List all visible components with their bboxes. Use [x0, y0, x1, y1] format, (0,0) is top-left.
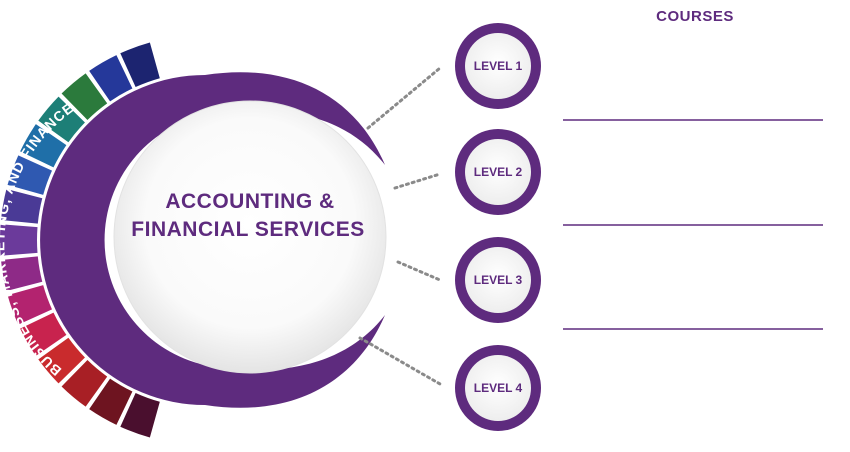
cluster-segment — [61, 360, 108, 407]
connector-level-1 — [366, 66, 442, 130]
level-label-4: LEVEL 4 — [474, 381, 523, 395]
connector-level-4 — [358, 336, 442, 386]
level-label-3: LEVEL 3 — [474, 273, 523, 287]
level-node-3[interactable]: LEVEL 3 — [455, 237, 541, 323]
cluster-segment — [20, 124, 67, 168]
cluster-segment — [38, 337, 85, 384]
level-label-2: LEVEL 2 — [474, 165, 523, 179]
cluster-segment — [0, 256, 43, 291]
cluster-segment — [61, 73, 108, 120]
level-label-1: LEVEL 1 — [474, 59, 523, 73]
courses-heading: COURSES — [656, 8, 734, 25]
cluster-band — [40, 75, 205, 405]
cluster-segment — [120, 392, 160, 438]
hub-title-line1: ACCOUNTING & — [165, 190, 334, 213]
connector-level-3 — [396, 260, 442, 282]
cluster-segment — [7, 285, 53, 325]
level-node-2[interactable]: LEVEL 2 — [455, 129, 541, 215]
cluster-segment — [0, 224, 38, 256]
connector-level-2 — [393, 172, 442, 190]
level-node-4[interactable]: LEVEL 4 — [455, 345, 541, 431]
course-dividers — [563, 119, 823, 330]
cluster-segment — [89, 55, 133, 102]
cluster-segment — [120, 42, 160, 88]
cluster-segment — [7, 155, 53, 195]
cluster-color-segments — [0, 42, 160, 438]
cluster-segment — [0, 189, 43, 224]
cluster-band-swoosh-bottom — [205, 315, 385, 408]
cluster-segment — [89, 378, 133, 425]
level-node-1[interactable]: LEVEL 1 — [455, 23, 541, 109]
connectors — [358, 66, 442, 386]
cluster-segment — [38, 96, 85, 143]
hub-circle — [113, 100, 387, 374]
cluster-segment — [20, 312, 67, 356]
cluster-band-swoosh — [205, 72, 385, 165]
hub-title-line2: FINANCIAL SERVICES — [131, 218, 364, 241]
